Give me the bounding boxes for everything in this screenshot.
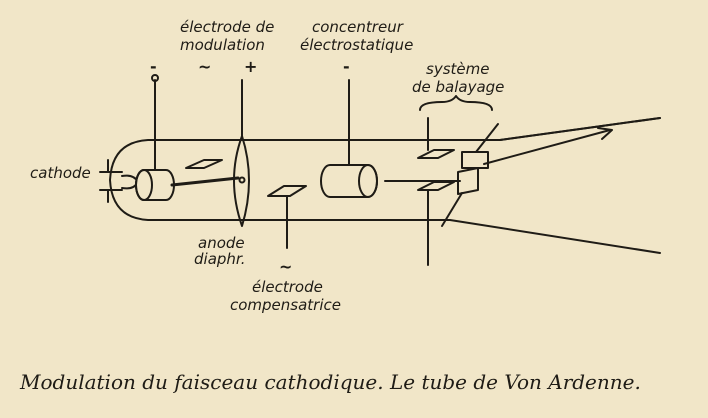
- deflection-lead-lower: [441, 192, 463, 227]
- label-electrode-modulation-2: modulation: [180, 36, 265, 54]
- label-electrode-modulation-1: électrode de: [180, 18, 274, 36]
- label-cathode: cathode: [30, 164, 91, 182]
- label-scan-system-1: système: [426, 60, 489, 78]
- compensating-electrode-plate: [267, 185, 307, 197]
- beam-arrowhead: [597, 127, 613, 140]
- concentrator-sign: -: [343, 57, 350, 76]
- scan-plate-upper: [417, 149, 455, 159]
- tube-envelope: [109, 139, 661, 254]
- cathode-pins: [99, 159, 123, 203]
- label-concentrator-2: électrostatique: [300, 36, 413, 54]
- figure-caption: Modulation du faisceau cathodique. Le tu…: [19, 370, 641, 394]
- cathode-sign: -: [150, 57, 157, 76]
- cathode-cylinder: [135, 169, 175, 201]
- concentrator-cylinder: [320, 164, 378, 198]
- anode-aperture: [238, 176, 246, 184]
- deflection-lead-upper: [475, 123, 499, 153]
- deflection-plates: [457, 151, 489, 195]
- deflected-beam: [483, 129, 611, 165]
- tube-neck-line: [499, 117, 661, 141]
- scan-plate-lower: [417, 181, 455, 191]
- label-concentrator-1: concentreur: [312, 18, 404, 36]
- label-compensating-2: compensatrice: [230, 296, 341, 314]
- label-scan-system-2: de balayage: [412, 78, 504, 96]
- label-anode-2: diaphr.: [194, 250, 245, 268]
- modulation-sign: ~: [198, 57, 211, 76]
- compensating-sign: ~: [279, 257, 292, 276]
- beam-path: [170, 176, 240, 187]
- label-anode-1: anode: [198, 234, 245, 252]
- anode-diaphragm: [233, 135, 250, 227]
- label-compensating-1: électrode: [252, 278, 323, 296]
- scan-system-brace: [419, 95, 493, 111]
- cathode-terminal-dot: [151, 74, 159, 82]
- anode-sign: +: [244, 57, 257, 76]
- modulation-electrode-plate: [185, 159, 223, 169]
